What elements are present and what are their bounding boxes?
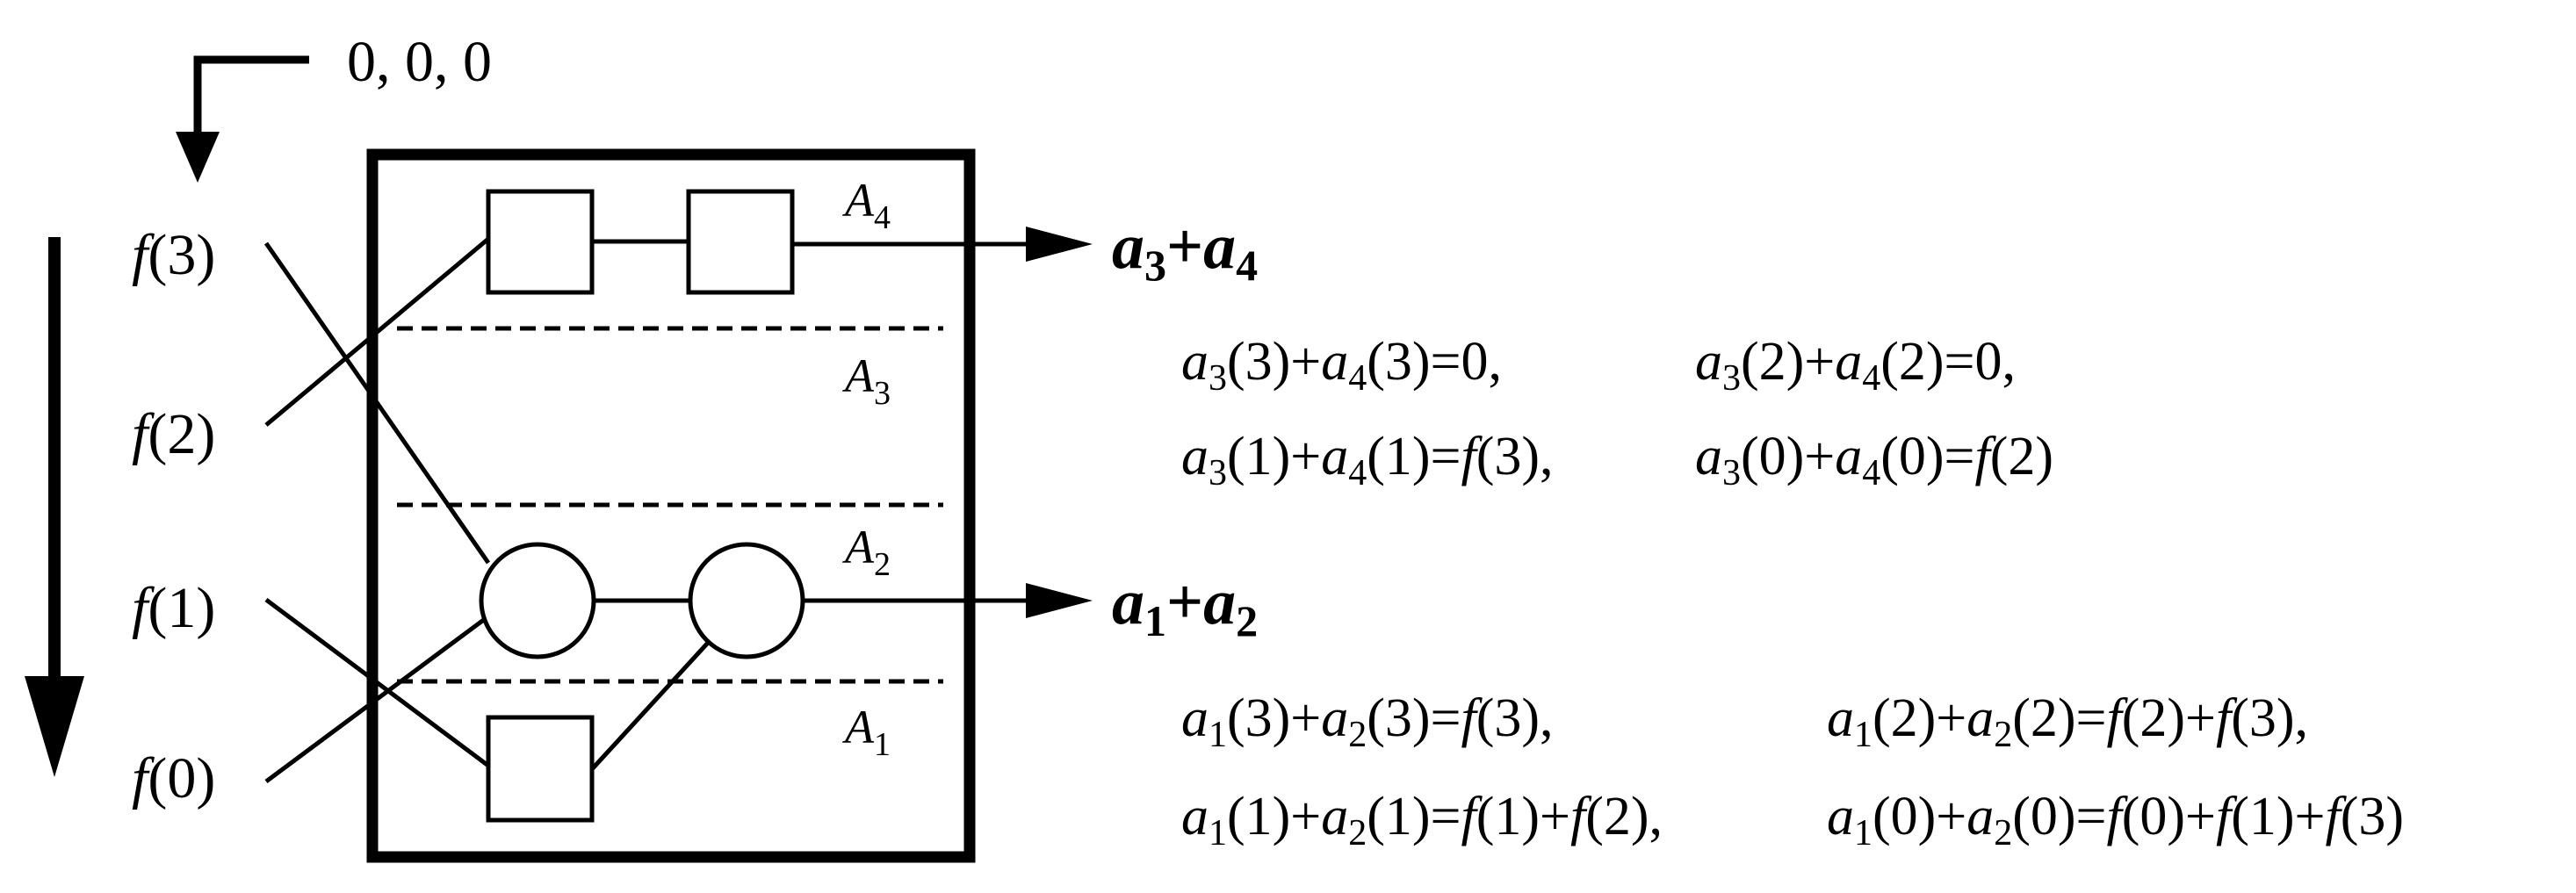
wire-f2 [264,237,490,427]
direction-arrowhead [25,676,84,777]
region-label-a4: A4 [842,174,891,236]
wire-f1 [264,597,490,768]
init-arrow [193,55,309,140]
equation-upper-1: a3(3)+a4(3)=0, [1181,332,1502,399]
region-label-a2: A2 [842,521,891,583]
input-f1-label: f(1) [132,576,215,640]
equation-upper-3: a3(1)+a4(1)=f(3), [1181,427,1554,493]
init-label: 0, 0, 0 [347,30,492,94]
square-node-upper-2 [686,189,795,295]
equation-lower-4: a1(0)+a2(0)=f(0)+f(1)+f(3) [1827,787,2404,853]
output-arrowhead-upper [1026,227,1093,262]
processing-box [366,148,976,863]
equation-lower-1: a1(3)+a2(3)=f(3), [1181,688,1554,755]
region-label-a1: A1 [842,701,891,763]
square-node-lower [486,715,595,823]
wire-square-to-circle [590,641,710,771]
equation-upper-4: a3(0)+a4(0)=f(2) [1695,427,2053,493]
input-f3-label: f(3) [132,223,215,287]
output-label-upper: a3+a4 [1112,211,1258,290]
output-arrowhead-lower [1026,583,1093,618]
input-f0-label: f(0) [132,746,215,810]
circle-node-1 [479,542,596,659]
circle-node-2 [688,542,805,659]
region-label-a3: A3 [842,349,891,412]
equation-upper-2: a3(2)+a4(2)=0, [1695,332,2016,399]
wire-f3 [263,241,491,565]
init-arrowhead [176,132,220,183]
output-label-lower: a1+a2 [1112,566,1258,645]
equation-lower-2: a1(2)+a2(2)=f(2)+f(3), [1827,688,2308,755]
wire-f0 [264,614,490,784]
equation-lower-3: a1(1)+a2(1)=f(1)+f(2), [1181,787,1663,853]
input-f2-label: f(2) [132,402,215,466]
square-node-upper-1 [486,189,595,295]
